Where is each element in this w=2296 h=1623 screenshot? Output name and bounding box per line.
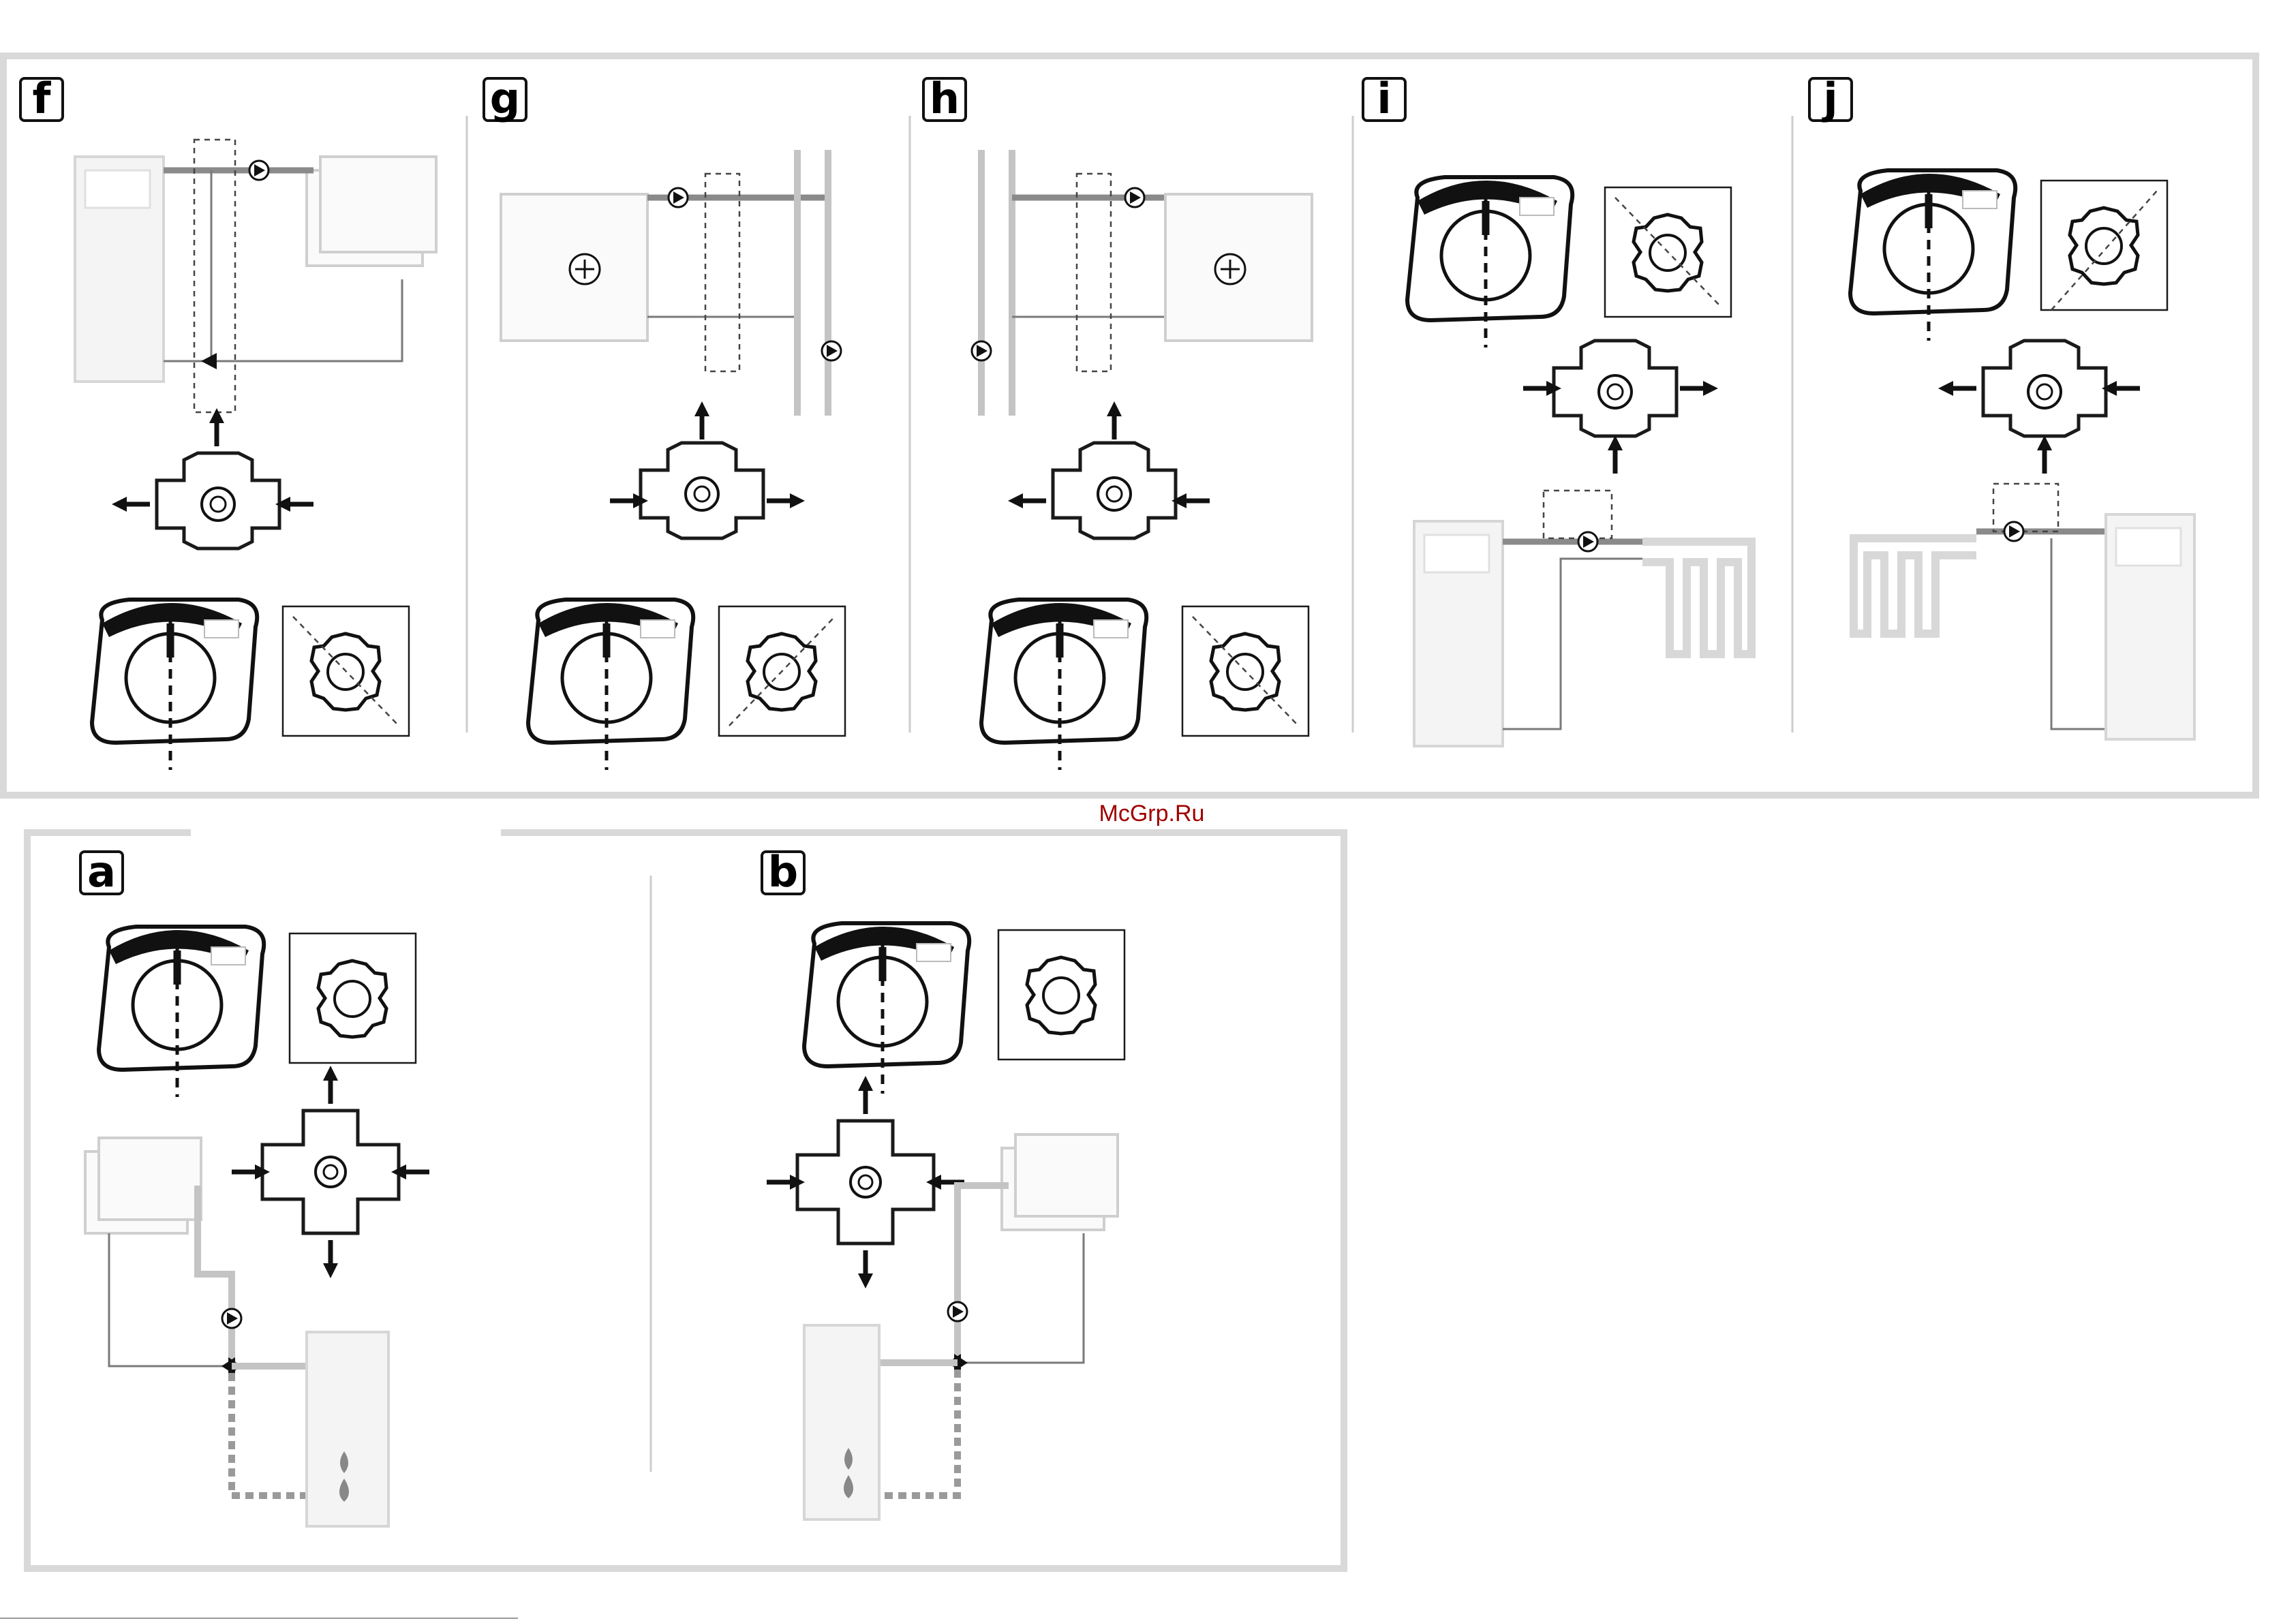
panel-i: i (1363, 74, 1751, 746)
actuator-icon (804, 923, 969, 1094)
four-way-valve (262, 1111, 399, 1233)
mixing-valve (1053, 443, 1176, 538)
pump-icon (222, 1309, 241, 1328)
flow-arrow-icon (1608, 435, 1623, 474)
mixing-valve (641, 443, 763, 538)
mixing-valve (1983, 341, 2106, 436)
boiler (1414, 521, 1503, 746)
boiler (804, 1325, 879, 1519)
flow-arrow-icon (323, 1240, 338, 1278)
panel-label: b (768, 847, 798, 897)
floor-heating-coil (1642, 542, 1751, 654)
mixing-valve (1554, 341, 1677, 436)
panel-label: i (1377, 74, 1391, 123)
panel-b: b (762, 847, 1124, 1519)
actuator-icon (99, 927, 264, 1097)
mixing-valve (157, 453, 279, 548)
panel-label: h (930, 74, 960, 123)
pump-icon (1125, 188, 1144, 207)
pump-icon (669, 188, 688, 207)
panel-a: a (80, 847, 429, 1526)
actuator-icon (92, 600, 257, 770)
panel-g: g (484, 74, 845, 770)
actuator-icon (528, 600, 693, 770)
scale-plate-icon (290, 933, 416, 1063)
flow-arrow-icon (694, 401, 709, 439)
flow-arrow-icon (2037, 435, 2052, 474)
boiler (2106, 514, 2194, 739)
flow-arrow-icon (1107, 401, 1122, 439)
actuator-icon (1407, 177, 1572, 347)
flow-arrow-icon (112, 497, 150, 512)
pump-icon (249, 161, 269, 180)
panel-j: j (1809, 74, 2194, 739)
scale-plate-icon (998, 930, 1124, 1060)
pump-icon (1578, 532, 1597, 551)
flow-arrow-icon (209, 408, 224, 446)
radiator (1002, 1134, 1118, 1230)
pump-icon (948, 1302, 967, 1321)
floor-heating-coil (1854, 538, 1976, 634)
actuator-icon (1850, 170, 2015, 341)
fan-coil-unit (501, 194, 647, 341)
flow-arrow-icon (858, 1250, 873, 1288)
panel-label: a (87, 847, 116, 897)
actuator-icon (981, 600, 1146, 770)
flow-arrow-icon (1680, 381, 1718, 396)
flow-arrow-icon (767, 493, 805, 508)
four-way-valve (797, 1121, 934, 1243)
flow-arrow-icon (323, 1066, 338, 1104)
radiator (307, 157, 436, 266)
panel-label: g (490, 74, 520, 123)
radiator (85, 1138, 201, 1233)
flow-arrow-icon (1008, 493, 1046, 508)
panel-label: j (1821, 74, 1837, 123)
fan-coil-unit (1165, 194, 1312, 341)
panel-f: f (20, 74, 436, 770)
watermark: McGrp.Ru (1099, 801, 1205, 826)
pump-icon (822, 341, 841, 360)
bottom-frame-gap (191, 826, 501, 839)
boiler (75, 157, 164, 382)
panel-label: f (33, 74, 52, 123)
pump-icon (972, 341, 991, 360)
flow-arrow-icon (858, 1076, 873, 1114)
flow-arrow-icon (1938, 381, 1976, 396)
boiler (307, 1332, 388, 1526)
panel-h: h (923, 74, 1312, 770)
pump-icon (2004, 522, 2023, 541)
